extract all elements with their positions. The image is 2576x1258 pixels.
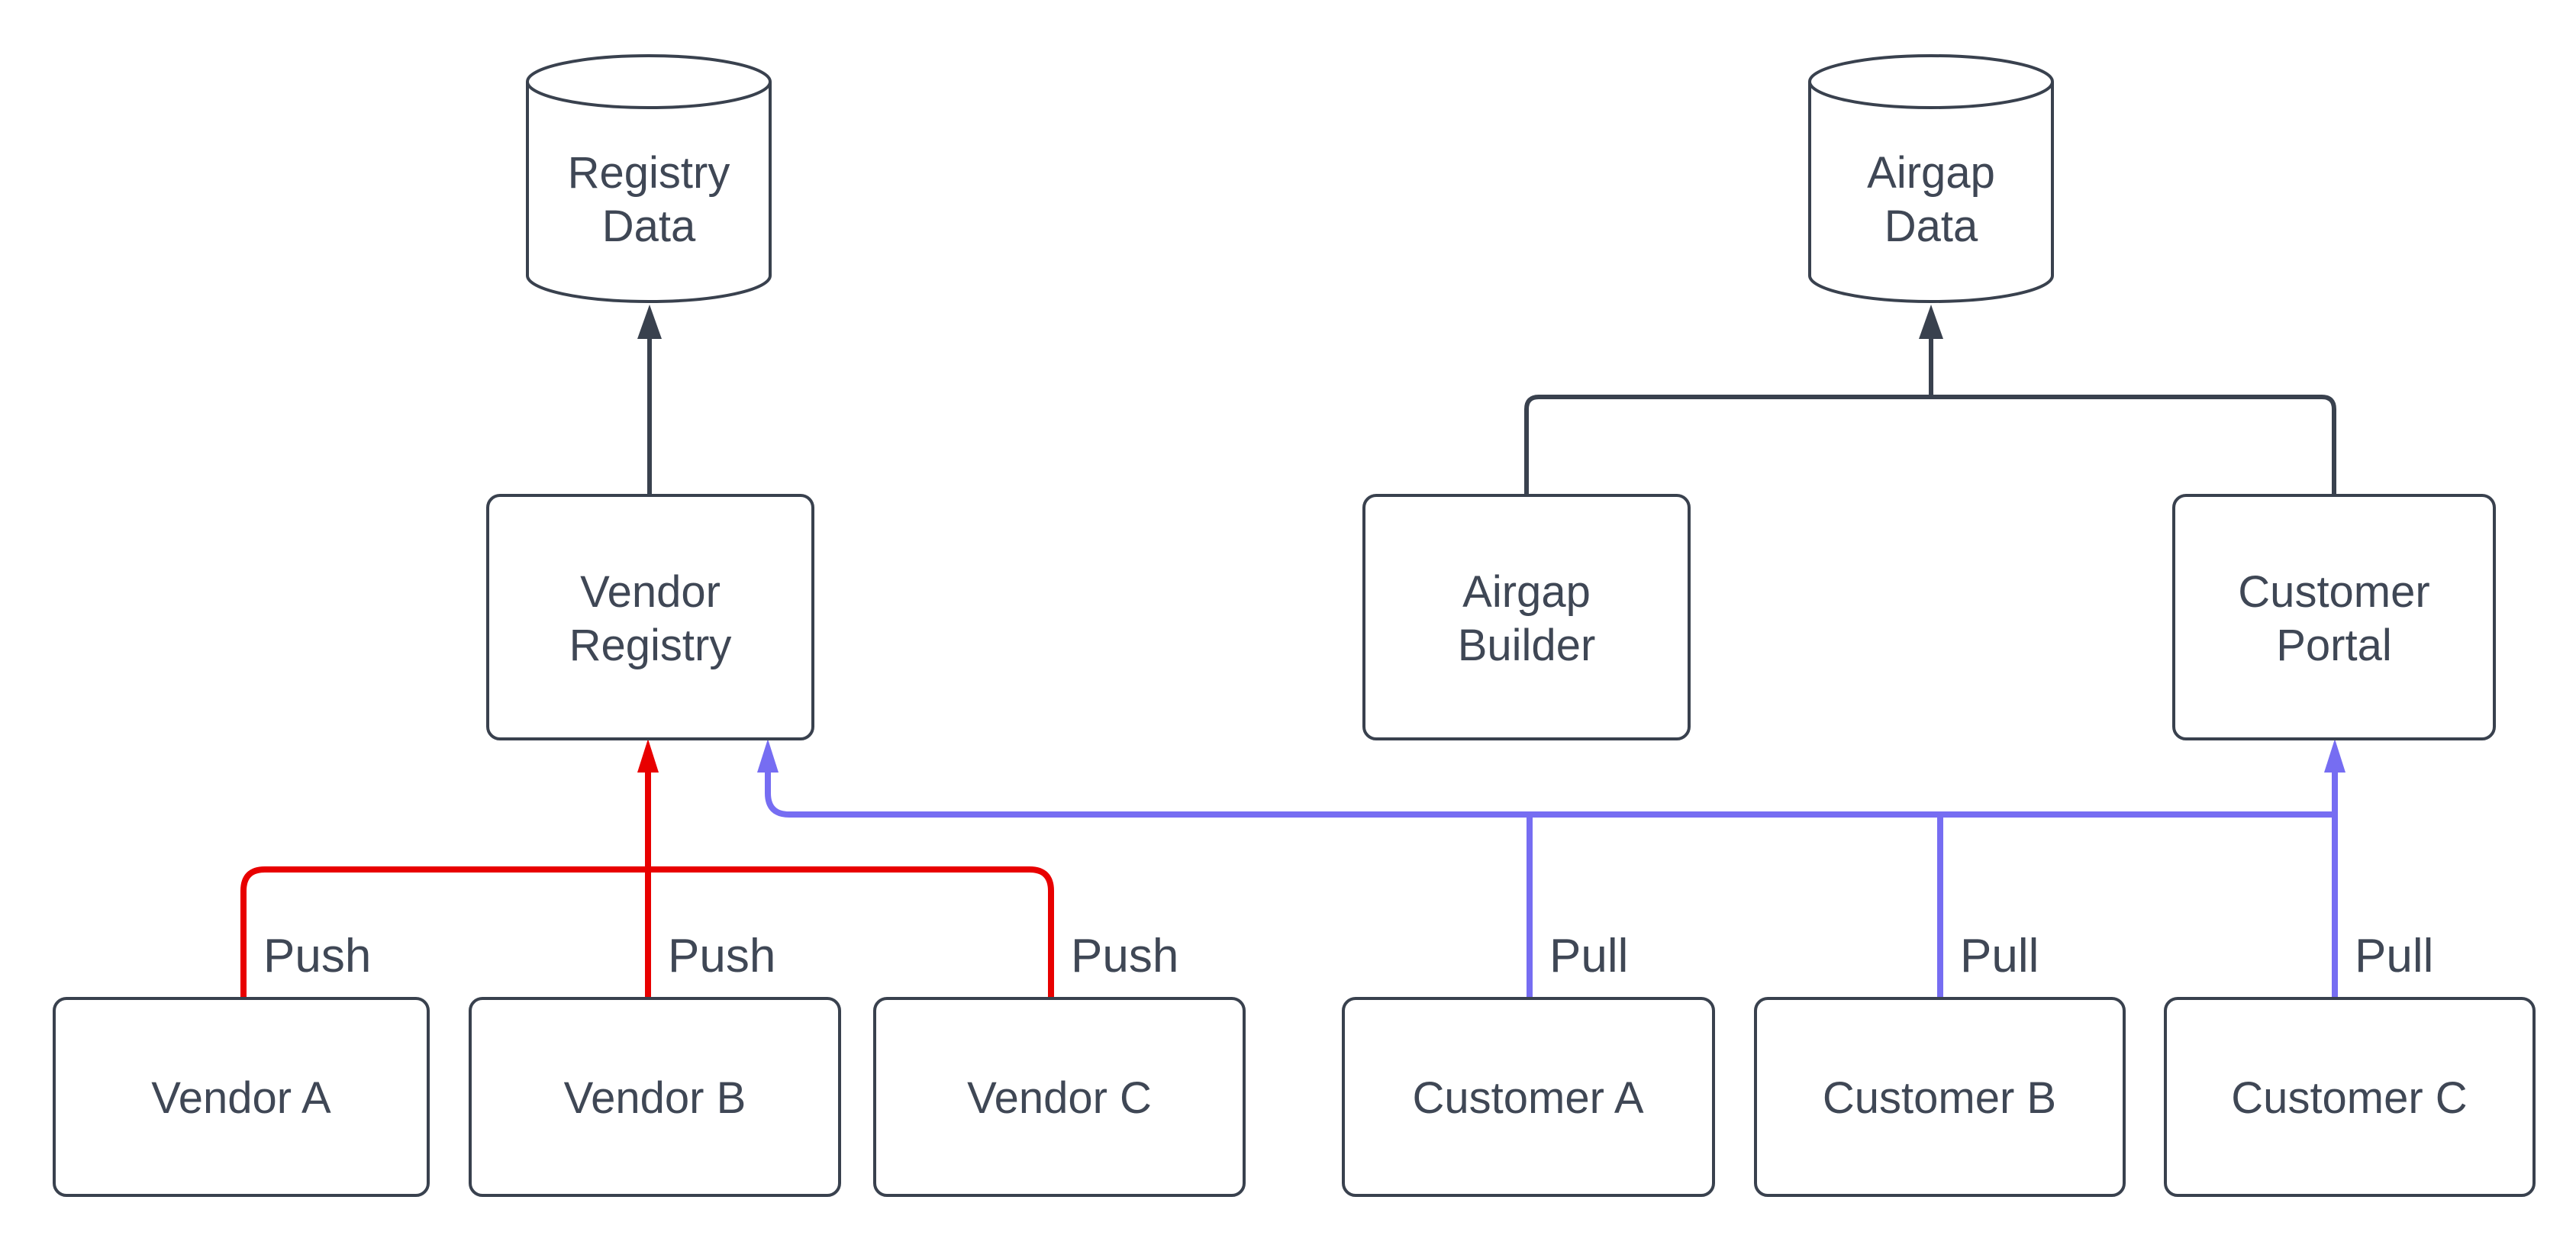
node-label: Customer B xyxy=(1823,1073,2056,1123)
box-shape xyxy=(486,494,814,740)
box-shape xyxy=(873,997,1246,1197)
box-shape xyxy=(1362,494,1691,740)
node-label: Portal xyxy=(2276,621,2392,670)
arrowhead-up-icon xyxy=(1919,305,1943,339)
arrowhead-up-icon xyxy=(757,739,779,773)
node-customer-a: Customer A xyxy=(1342,997,1715,1197)
edge-label-push-vendor-a: Push xyxy=(263,930,371,982)
node-vendor-registry: Vendor Registry xyxy=(486,494,814,740)
edge-vendor-registry-to-registry-data xyxy=(637,305,662,495)
edge-label-pull-customer-c: Pull xyxy=(2355,930,2433,982)
box-shape xyxy=(2164,997,2536,1197)
box-shape xyxy=(469,997,841,1197)
box-shape xyxy=(1342,997,1715,1197)
edge-label-push-vendor-b: Push xyxy=(668,930,775,982)
arrowhead-up-icon xyxy=(2324,739,2345,773)
node-customer-b: Customer B xyxy=(1754,997,2126,1197)
node-customer-portal: Customer Portal xyxy=(2172,494,2496,740)
cylinder-shape xyxy=(525,54,772,303)
edge-line xyxy=(1931,395,2336,495)
node-label: Builder xyxy=(1458,621,1596,670)
node-label: Data xyxy=(602,202,696,251)
node-vendor-b: Vendor B xyxy=(469,997,841,1197)
node-label: Data xyxy=(1884,202,1978,251)
node-airgap-builder: Airgap Builder xyxy=(1362,494,1691,740)
edge-airgap-builder-to-airgap-data xyxy=(1524,395,1931,495)
node-label: Vendor A xyxy=(151,1073,331,1123)
edge-label-push-vendor-c: Push xyxy=(1071,930,1178,982)
node-vendor-c: Vendor C xyxy=(873,997,1246,1197)
arrowhead-up-icon xyxy=(637,305,662,339)
pull-bus-line xyxy=(765,771,2335,818)
node-label: Airgap xyxy=(1867,148,1995,198)
node-airgap-data: Airgap Data xyxy=(1807,54,2054,303)
node-label: Vendor xyxy=(580,567,721,617)
node-label: Registry xyxy=(569,621,732,670)
box-shape xyxy=(2172,494,2496,740)
node-vendor-a: Vendor A xyxy=(53,997,430,1197)
node-label: Vendor B xyxy=(564,1073,746,1123)
node-label: Customer C xyxy=(2231,1073,2467,1123)
edge-customers-pull-bus xyxy=(757,739,2345,998)
cylinder-shape xyxy=(1807,54,2054,303)
edge-customer-portal-to-airgap-data xyxy=(1919,305,2336,495)
node-label: Registry xyxy=(568,148,730,198)
node-customer-c: Customer C xyxy=(2164,997,2536,1197)
arrowhead-up-icon xyxy=(637,739,659,773)
node-label: Customer xyxy=(2238,567,2429,617)
edge-vendors-push-bus xyxy=(240,739,1054,998)
node-label: Vendor C xyxy=(967,1073,1152,1123)
node-label: Customer A xyxy=(1413,1073,1644,1123)
edge-label-pull-customer-b: Pull xyxy=(1960,930,2039,982)
node-registry-data: Registry Data xyxy=(525,54,772,303)
box-shape xyxy=(53,997,430,1197)
edge-line xyxy=(1524,395,1931,495)
box-shape xyxy=(1754,997,2126,1197)
edge-label-pull-customer-a: Pull xyxy=(1549,930,1628,982)
node-label: Airgap xyxy=(1462,567,1591,617)
